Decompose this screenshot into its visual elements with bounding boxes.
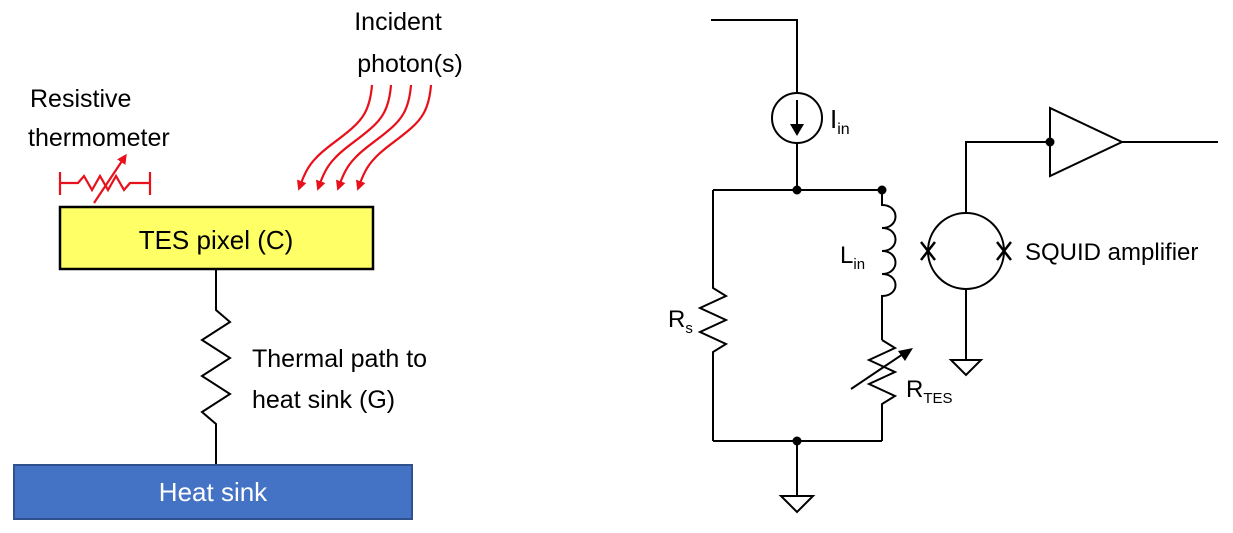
- thermometer-label-line1: Resistive: [30, 85, 131, 113]
- photon-arrow: [297, 84, 374, 191]
- photon-arrow: [336, 84, 413, 191]
- junction-cross: [920, 241, 936, 261]
- heat-sink-box: [13, 464, 413, 520]
- rtes-label: RTES: [906, 376, 953, 407]
- thermal-path-label-line2: heat sink (G): [252, 386, 395, 414]
- tes-pixel-box: [58, 205, 375, 271]
- heat-sink-label: Heat sink: [159, 477, 268, 507]
- left-panel: Incident photon(s) Resistive thermometer…: [13, 8, 463, 520]
- squid-ground-symbol: [948, 359, 984, 377]
- thermal-path-resistor: [200, 269, 232, 465]
- right-panel: Iin Rs Lin RTES: [668, 19, 1218, 514]
- rtes-resistor: [866, 339, 898, 441]
- ground-symbol: [778, 495, 816, 514]
- squid-label: SQUID amplifier: [1025, 239, 1198, 266]
- tes-pixel-label: TES pixel (C): [139, 225, 294, 255]
- amplifier-triangle: [1049, 106, 1125, 178]
- lin-inductor: [881, 190, 897, 340]
- photon-arrow: [356, 84, 433, 191]
- current-source-symbol: [771, 92, 823, 144]
- thermometer-label-line2: thermometer: [28, 124, 170, 152]
- lin-label: Lin: [840, 242, 865, 273]
- rtes-arrowhead: [898, 348, 913, 361]
- thermometer-symbol: [58, 153, 152, 204]
- photon-arrows: [297, 84, 433, 191]
- rs-label: Rs: [668, 306, 693, 337]
- incident-label-line2: photon(s): [357, 50, 463, 78]
- squid-top-wire: [965, 141, 1050, 213]
- incident-label-line1: Incident: [354, 8, 442, 36]
- thermal-path-label-line1: Thermal path to: [252, 345, 427, 373]
- rtes-variable-arrow: [850, 351, 907, 390]
- rs-resistor: [697, 190, 729, 441]
- squid-loop: [927, 212, 1005, 290]
- input-wire: [711, 19, 798, 93]
- photon-arrow: [316, 84, 393, 191]
- iin-label: Iin: [830, 104, 850, 138]
- junction-cross: [996, 241, 1012, 261]
